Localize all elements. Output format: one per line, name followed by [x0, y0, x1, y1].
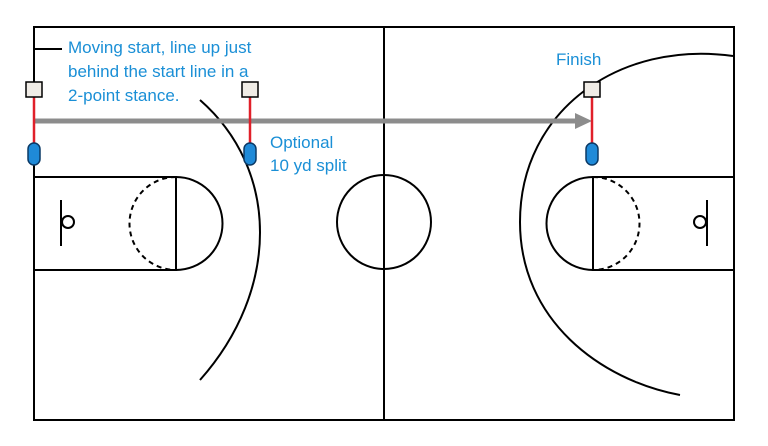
center-circle: [336, 174, 432, 270]
finish-gate: [583, 81, 601, 166]
court-lines: [33, 26, 735, 421]
right-hoop: [693, 215, 707, 229]
right-free-throw-arc: [545, 176, 594, 271]
cone-icon: [243, 142, 257, 166]
start-instruction-line-1: Moving start, line up just: [68, 38, 252, 57]
start-gate: [25, 81, 43, 166]
arrow-head: [575, 113, 592, 129]
split-gate: [241, 81, 259, 166]
right-three-point-arc: [518, 52, 734, 396]
cone-icon: [585, 142, 599, 166]
start-callout-bracket: [33, 48, 62, 58]
right-free-throw-arc-dashed: [592, 176, 641, 271]
left-free-throw-arc-dashed: [128, 176, 177, 271]
timing-gate-box-icon: [241, 81, 259, 98]
left-key: [33, 176, 177, 271]
cone-icon: [27, 142, 41, 166]
right-key: [592, 176, 735, 271]
start-instruction-line-2: behind the start line in a: [68, 62, 249, 81]
start-instruction-line-3: 2-point stance.: [68, 86, 180, 105]
timing-gate-box-icon: [583, 81, 601, 98]
left-free-throw-arc: [175, 176, 224, 271]
left-three-point-arc: [199, 99, 261, 381]
split-label-line-1: Optional: [270, 133, 333, 152]
finish-label: Finish: [556, 50, 601, 69]
timing-gate-box-icon: [25, 81, 43, 98]
split-label-line-2: 10 yd split: [270, 156, 347, 175]
sprint-arrow: [34, 113, 592, 129]
left-hoop: [61, 215, 75, 229]
